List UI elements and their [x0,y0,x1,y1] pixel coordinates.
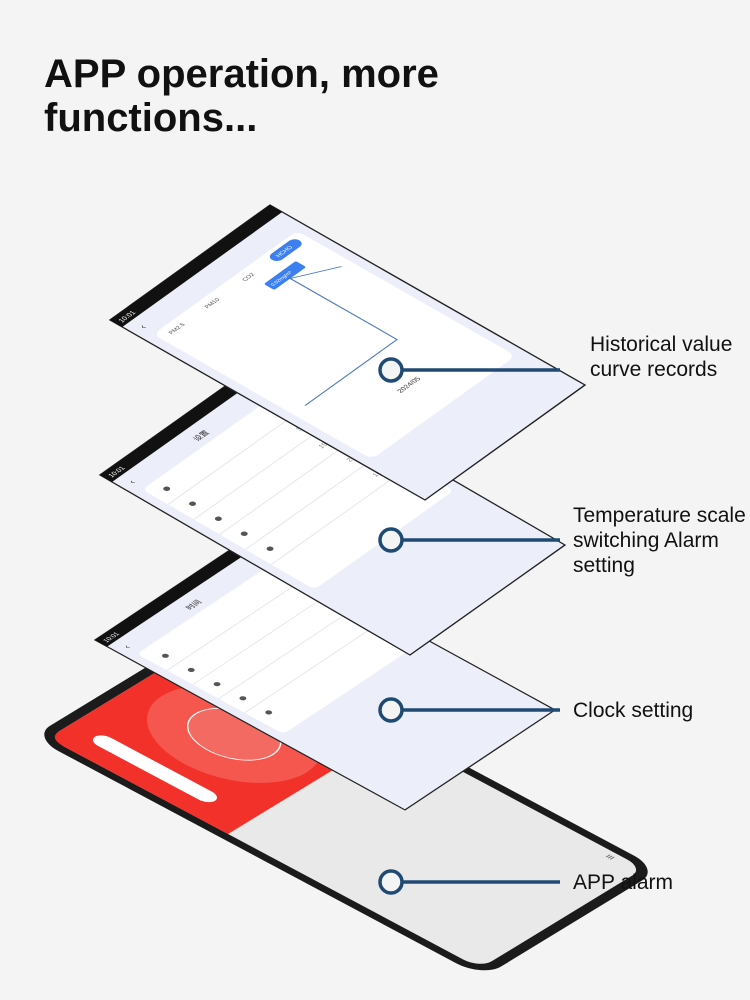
chart-card [156,233,512,457]
status-bar [100,364,268,482]
menu-icon: ≡ [602,852,620,862]
settings-icons [163,486,274,551]
callout-app-alarm: APP alarm [573,871,673,894]
callout-marker [378,697,404,723]
callout-markers [378,357,560,895]
clock-dividers [166,580,380,714]
status-bar [95,540,258,647]
callout-temperature-alarm: Temperature scale switching Alarm settin… [573,504,746,577]
settings-dividers [167,405,412,565]
history-curve [288,266,399,406]
back-icon: ‹ [127,479,139,486]
headline: APP operation, more functions... [44,52,439,140]
settings-list [145,392,452,588]
callout-history: Historical value curve records [590,333,733,381]
callout-clock: Clock setting [573,699,694,722]
back-icon: ‹ [120,643,133,650]
status-bar [110,205,283,327]
callout-marker [378,527,404,553]
callout-marker [378,357,404,383]
tab-hcho-active [269,239,302,262]
search-bar [92,735,217,803]
clock-rows [161,653,273,715]
callout-marker [378,869,404,895]
tab-co2: CO2 [242,272,258,282]
back-icon: ‹ [137,323,149,330]
history-screen: 10:01 ‹ PM2.5 PM10 CO2 HCHO 0.02mg/m³ 20… [108,204,587,501]
chart-tooltip [264,261,306,290]
